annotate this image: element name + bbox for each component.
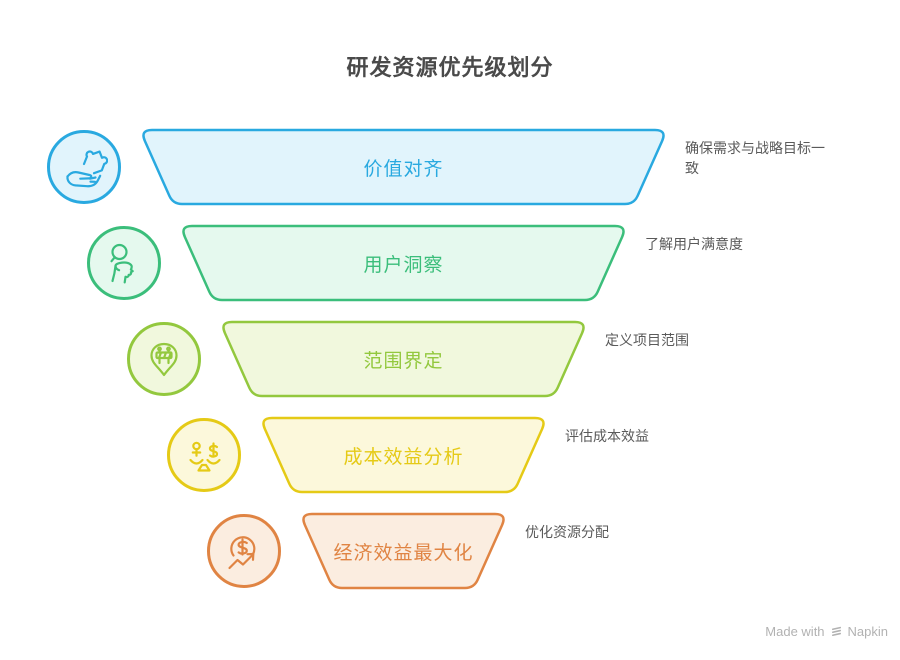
scope-pin-icon: [127, 322, 201, 396]
funnel-level-note: 定义项目范围: [605, 332, 689, 348]
funnel-shape: [182, 224, 625, 302]
funnel-level-note: 评估成本效益: [565, 428, 649, 444]
diagram-title: 研发资源优先级划分: [346, 55, 554, 80]
funnel-level-label: 范围界定: [363, 350, 444, 372]
funnel-level-1: 价值对齐 确保需求与战略目标一致: [0, 128, 900, 206]
cost-benefit-scale-icon: [167, 418, 241, 492]
funnel-level-label: 价值对齐: [363, 158, 444, 180]
funnel-level-2: 用户洞察 了解用户满意度: [0, 224, 900, 302]
dollar-growth-icon: [207, 514, 281, 588]
funnel-level-5: 经济效益最大化 优化资源分配: [0, 512, 900, 590]
funnel-shape: [222, 320, 585, 398]
funnel-level-3: 范围界定 定义项目范围: [0, 320, 900, 398]
hand-puzzle-icon: [47, 130, 121, 204]
funnel-level-note: 优化资源分配: [525, 524, 609, 540]
funnel-level-label: 成本效益分析: [343, 446, 464, 468]
user-insight-icon: [87, 226, 161, 300]
watermark-made-with: Made with: [765, 624, 825, 639]
funnel-shape: [302, 512, 505, 590]
napkin-logo-icon: [831, 626, 841, 637]
watermark-brand: Napkin: [847, 624, 888, 639]
funnel-shape: [262, 416, 545, 494]
funnel-level-4: 成本效益分析 评估成本效益: [0, 416, 900, 494]
funnel-level-note: 了解用户满意度: [645, 236, 743, 252]
funnel-level-note: 确保需求与战略目标一致: [685, 140, 825, 177]
funnel-level-label: 用户洞察: [363, 254, 444, 276]
napkin-watermark[interactable]: Made with Napkin: [765, 624, 888, 639]
funnel-shape: [142, 128, 665, 206]
funnel-level-label: 经济效益最大化: [333, 542, 474, 564]
